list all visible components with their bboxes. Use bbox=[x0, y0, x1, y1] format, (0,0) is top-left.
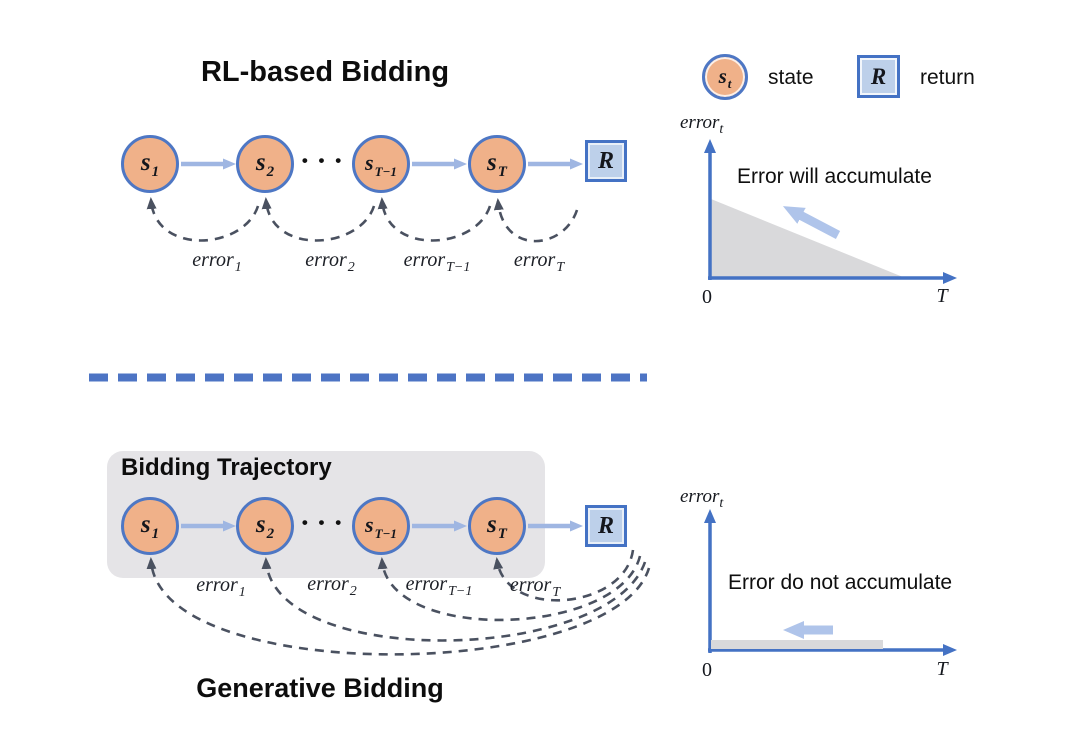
state-node-label: s2 bbox=[255, 510, 275, 542]
bottom-error-arcs bbox=[146, 549, 651, 656]
error-arc bbox=[377, 197, 492, 242]
state-node-s2: s2 bbox=[236, 497, 294, 555]
bottom-chart-x-end-label: T bbox=[936, 658, 948, 680]
state-node-sT-1: sT−1 bbox=[352, 135, 410, 193]
error-label-T-1: errorT−1 bbox=[403, 249, 471, 275]
bottom-section-title: Generative Bidding bbox=[196, 673, 444, 703]
error-label-T-1: errorT−1 bbox=[405, 573, 473, 599]
state-node-s1: s1 bbox=[121, 135, 179, 193]
top-section-title: RL-based Bidding bbox=[200, 56, 450, 88]
top-chart-y-label: errort bbox=[680, 112, 724, 137]
state-node-label: sT bbox=[487, 148, 507, 180]
bottom-chart-y-label: errort bbox=[680, 486, 724, 511]
error-label-T: errorT bbox=[509, 574, 561, 600]
state-node-label: sT−1 bbox=[365, 512, 397, 541]
ellipsis-dots: • • • bbox=[301, 513, 345, 532]
top-error-arcs bbox=[146, 197, 579, 243]
error-arc bbox=[493, 549, 635, 602]
error-arc bbox=[493, 198, 579, 243]
return-node: R bbox=[585, 140, 627, 182]
error-arc bbox=[261, 197, 376, 242]
legend-return-symbol-label: R bbox=[870, 63, 887, 89]
error-label-1: error1 bbox=[192, 249, 242, 275]
error-arc bbox=[261, 557, 647, 642]
legend-state-symbol: st bbox=[702, 54, 748, 100]
legend-state-symbol-label: st bbox=[718, 63, 732, 92]
state-node-sT: sT bbox=[468, 497, 526, 555]
top-chart-origin-label: 0 bbox=[702, 286, 712, 308]
state-node-label: s2 bbox=[255, 148, 275, 180]
legend-return-symbol: R bbox=[857, 55, 900, 98]
state-node-label: s1 bbox=[140, 148, 160, 180]
error-arc bbox=[377, 555, 642, 622]
state-node-s1: s1 bbox=[121, 497, 179, 555]
top-chart-x-end-label: T bbox=[936, 285, 948, 307]
state-node-label: sT bbox=[487, 510, 507, 542]
ellipsis-dots: • • • bbox=[301, 151, 345, 170]
error-label-2: error2 bbox=[307, 573, 357, 599]
error-label-1: error1 bbox=[196, 574, 246, 600]
error-label-T: errorT bbox=[513, 249, 565, 275]
bottom-chart-annotation: Error do not accumulate bbox=[728, 571, 953, 594]
trajectory-box bbox=[107, 451, 545, 578]
legend-state-label: state bbox=[768, 66, 814, 89]
bottom-chart-origin-label: 0 bbox=[702, 659, 712, 681]
state-node-sT-1: sT−1 bbox=[352, 497, 410, 555]
error-arc bbox=[146, 197, 260, 242]
state-node-label: sT−1 bbox=[365, 150, 397, 179]
return-node: R bbox=[585, 505, 627, 547]
error-accumulation-triangle bbox=[711, 199, 903, 277]
legend-return-label: return bbox=[920, 66, 975, 89]
state-node-label: s1 bbox=[140, 510, 160, 542]
return-node-label: R bbox=[597, 512, 614, 539]
return-node-label: R bbox=[597, 147, 614, 174]
trajectory-box-label: Bidding Trajectory bbox=[121, 454, 332, 481]
state-node-s2: s2 bbox=[236, 135, 294, 193]
trend-arrow bbox=[782, 206, 841, 239]
error-label-2: error2 bbox=[305, 249, 355, 275]
top-chart-annotation: Error will accumulate bbox=[737, 165, 932, 188]
state-node-sT: sT bbox=[468, 135, 526, 193]
error-flat-bar bbox=[711, 640, 883, 649]
